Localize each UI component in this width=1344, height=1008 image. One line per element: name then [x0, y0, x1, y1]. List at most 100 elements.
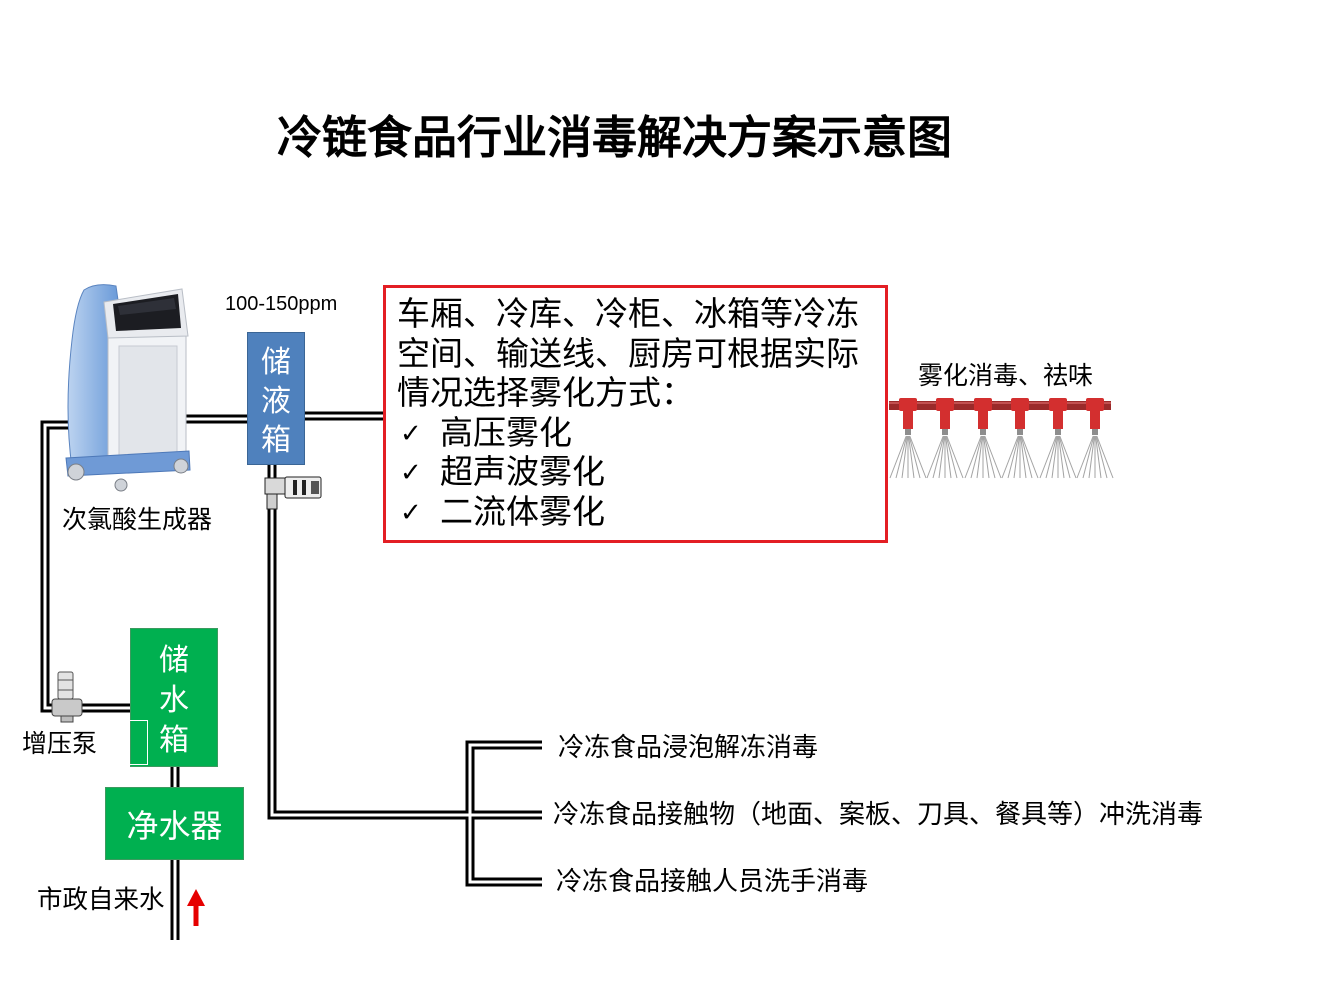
spray-nozzle-icon: [1076, 398, 1114, 479]
atomization-option: ✓超声波雾化: [397, 454, 859, 494]
nozzle-cap: [1086, 398, 1104, 411]
spray-line: [1001, 435, 1019, 479]
atomization-line: 情况选择雾化方式：: [397, 376, 694, 412]
spray-nozzle-icon: [964, 398, 1002, 479]
atomization-info-box: 车厢、冷库、冷柜、冰箱等冷冻 空间、输送线、厨房可根据实际 情况选择雾化方式： …: [383, 285, 888, 543]
nozzle-group: [889, 398, 1114, 479]
nozzle-stem: [1053, 410, 1063, 429]
dosing-pump-connector: [264, 477, 287, 495]
generator-wheel: [114, 478, 128, 492]
spray-line: [1095, 435, 1102, 479]
spray-line: [1058, 435, 1071, 479]
spray-line: [984, 435, 1002, 479]
spray-line: [945, 435, 952, 479]
nozzle-cap: [899, 398, 917, 411]
spray-line: [1013, 435, 1020, 479]
option-label: 超声波雾化: [440, 455, 605, 491]
tap-water-label: 市政自来水: [37, 885, 165, 914]
application-label-hand-wash: 冷冻食品接触人员洗手消毒: [556, 867, 869, 896]
nozzle-stem: [1015, 410, 1025, 429]
atomization-option: ✓ 二流体雾化: [397, 494, 859, 534]
nozzle-tip: [905, 429, 911, 435]
spray-line: [908, 435, 915, 479]
page-title: 冷链食品行业消毒解决方案示意图: [277, 113, 953, 163]
generator-front-panel: [118, 345, 178, 457]
pump-label: 增压泵: [22, 731, 98, 758]
water-purifier: 净水器: [105, 787, 244, 860]
water-storage-tank: 储水箱: [130, 628, 218, 767]
up-arrow-icon: [187, 889, 205, 926]
dosing-pump-outlet: [266, 493, 278, 510]
spray-line: [1096, 435, 1114, 479]
nozzle-stem: [940, 410, 950, 429]
spray-line: [964, 435, 982, 479]
spray-line: [946, 435, 964, 479]
generator-label: 次氯酸生成器: [62, 507, 213, 534]
check-icon: ✓: [400, 497, 422, 528]
option-label: 高压雾化: [440, 415, 572, 452]
pipe-outlet-branches-inner: [468, 743, 542, 884]
spray-line: [1076, 435, 1094, 479]
atomization-line: 车厢、冷库、冷柜、冰箱等冷冻: [397, 297, 859, 333]
nozzle-cap: [1049, 398, 1067, 411]
spray-line: [895, 435, 908, 479]
spray-line: [1058, 435, 1065, 479]
nozzle-tip: [1055, 429, 1061, 435]
booster-pump-icon: [51, 671, 83, 723]
spray-label: 雾化消毒、祛味: [918, 363, 1094, 390]
spray-nozzle-icon: [1001, 398, 1039, 479]
spray-line: [901, 435, 908, 479]
nozzle-tip: [980, 429, 986, 435]
atomization-line: 空间、输送线、厨房可根据实际: [397, 336, 859, 373]
spray-nozzle-icon: [926, 398, 964, 479]
spray-nozzle-icon: [1039, 398, 1077, 479]
nozzle-tip: [1017, 429, 1023, 435]
pipe-liquid-tank-to-outlets-inner: [270, 465, 542, 817]
spray-line: [983, 435, 996, 479]
spray-nozzle-array: [889, 398, 1114, 479]
spray-line: [1095, 435, 1108, 479]
nozzle-stem: [978, 410, 988, 429]
pump-foot: [60, 715, 74, 723]
atomization-text: 车厢、冷库、冷柜、冰箱等冷冻 空间、输送线、厨房可根据实际 情况选择雾化方式： …: [397, 296, 859, 533]
nozzle-stem: [1090, 410, 1100, 429]
generator-machine-icon: [65, 284, 191, 492]
spray-line: [926, 435, 944, 479]
pump-body: [51, 698, 83, 717]
dosing-pump-rib: [293, 480, 297, 495]
dosing-pump-rib: [302, 480, 306, 495]
spray-line: [970, 435, 983, 479]
spray-line: [1020, 435, 1033, 479]
nozzle-cap: [1011, 398, 1029, 411]
spray-line: [908, 435, 921, 479]
dosing-pump-icon: [264, 476, 322, 510]
spray-line: [1059, 435, 1077, 479]
spray-line: [932, 435, 945, 479]
concentration-label: 100-150ppm: [225, 293, 338, 315]
spray-line: [1082, 435, 1095, 479]
purifier-label: 净水器: [126, 807, 223, 844]
spray-line: [1051, 435, 1058, 479]
liquid-tank-label: 储液箱: [261, 346, 291, 457]
spray-line: [1021, 435, 1039, 479]
spray-line: [976, 435, 983, 479]
nozzle-tip: [1092, 429, 1098, 435]
spray-line: [1007, 435, 1020, 479]
pipe-generator-to-pump-inner: [43, 423, 74, 710]
spray-line: [945, 435, 958, 479]
spray-line: [1045, 435, 1058, 479]
generator-wheel: [67, 463, 85, 481]
nozzle-stem: [903, 410, 913, 429]
generator-base: [65, 450, 191, 477]
liquid-storage-tank: 储液箱: [247, 332, 305, 465]
pipe-network: [40, 411, 542, 940]
application-label-surface-rinse: 冷冻食品接触物（地面、案板、刀具、餐具等）冲洗消毒: [553, 800, 1204, 829]
spray-line: [1020, 435, 1027, 479]
nozzle-manifold-highlight: [889, 402, 1111, 404]
tank-outline-mark: [129, 720, 148, 765]
generator-wheel: [173, 458, 189, 474]
generator-screen-reflection: [118, 298, 176, 315]
arrow-head: [187, 889, 205, 906]
option-label: 二流体雾化: [440, 494, 605, 531]
